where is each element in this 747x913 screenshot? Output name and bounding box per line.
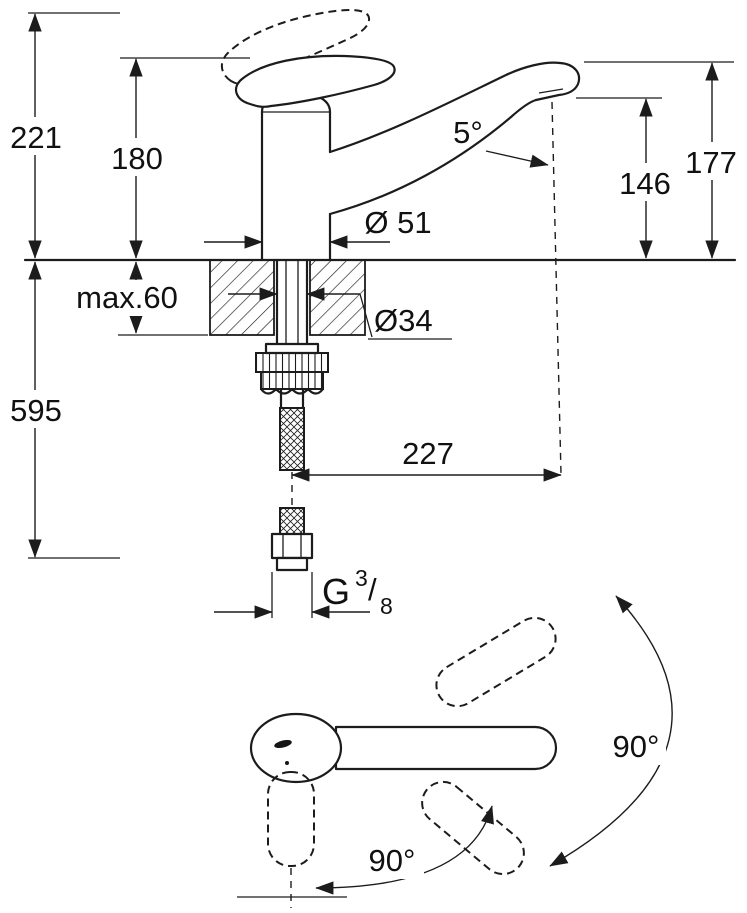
hose-upper (279, 407, 305, 471)
hose-lower (279, 507, 305, 535)
dim-height-right-label: 177 (685, 145, 737, 180)
dim-below-deck-length-label: 595 (10, 393, 62, 428)
hose-connector-nut (270, 532, 314, 560)
dim-outlet-height: 146 (576, 97, 677, 259)
deck-hatch-right (309, 259, 366, 336)
spout (328, 61, 581, 216)
plan-grip (249, 712, 343, 784)
dim-lever-height-label: 180 (111, 141, 163, 176)
dim-base-diameter-label: Ø 51 (364, 205, 431, 240)
dim-outlet-angle: 5° (453, 115, 549, 168)
dim-max-thickness-label: max.60 (76, 280, 178, 315)
mounting-shank (275, 258, 309, 346)
dim-outlet-angle-label: 5° (453, 115, 483, 150)
dim-swivel-right: 90° (549, 595, 673, 867)
dim-height-right: 177 (584, 61, 743, 259)
dim-thread-label: G 3 / 8 (322, 558, 393, 619)
spout-head (534, 61, 581, 102)
dim-overall-height-label: 221 (10, 120, 62, 155)
water-stream-dashed (551, 101, 562, 475)
plan-lever-up-dashed (435, 616, 557, 708)
spout-lower-edge (328, 98, 538, 216)
nut-lower (260, 371, 324, 390)
dim-spout-reach: 227 (291, 436, 562, 482)
faucet-body (260, 91, 332, 262)
dim-swivel-down-label: 90° (369, 843, 416, 878)
aerator-seam (538, 88, 564, 94)
dim-swivel-down: 90° (315, 805, 494, 895)
dim-below-deck-length: 595 (6, 261, 120, 559)
plan-lever (334, 725, 558, 771)
plan-lever-down-dashed (267, 771, 315, 867)
deck-hatch-left (209, 259, 275, 336)
grip-dot (285, 761, 289, 765)
spout-upper-edge (328, 61, 562, 154)
dim-spout-reach-label: 227 (402, 436, 454, 471)
dim-overall-height: 221 (6, 12, 120, 259)
nut-scallops (259, 387, 325, 395)
dim-outlet-height-label: 146 (619, 166, 671, 201)
washer (264, 342, 320, 355)
lever-raised-dashed (220, 9, 371, 86)
hose-connector-tip (275, 556, 309, 572)
supply-hose (270, 407, 314, 572)
dim-swivel-right-label: 90° (613, 729, 660, 764)
dim-hole-diameter-label: Ø34 (374, 303, 433, 338)
dim-connection-thread: G 3 / 8 (214, 558, 393, 619)
lever-solid (234, 54, 396, 108)
dim-hole-diameter: Ø34 (228, 287, 452, 340)
plan-view: 90° 90° (237, 595, 673, 908)
grip-slot (274, 739, 292, 749)
mounting-nut (255, 342, 329, 410)
side-view: 221 180 177 146 5° Ø 51 (6, 9, 743, 619)
dim-lever-height: 180 (105, 57, 250, 259)
plan-lever-down-right-dashed (421, 780, 525, 876)
nut-upper (255, 352, 329, 373)
dim-base-diameter: Ø 51 (204, 205, 432, 249)
dim-max-thickness: max.60 (66, 261, 208, 336)
